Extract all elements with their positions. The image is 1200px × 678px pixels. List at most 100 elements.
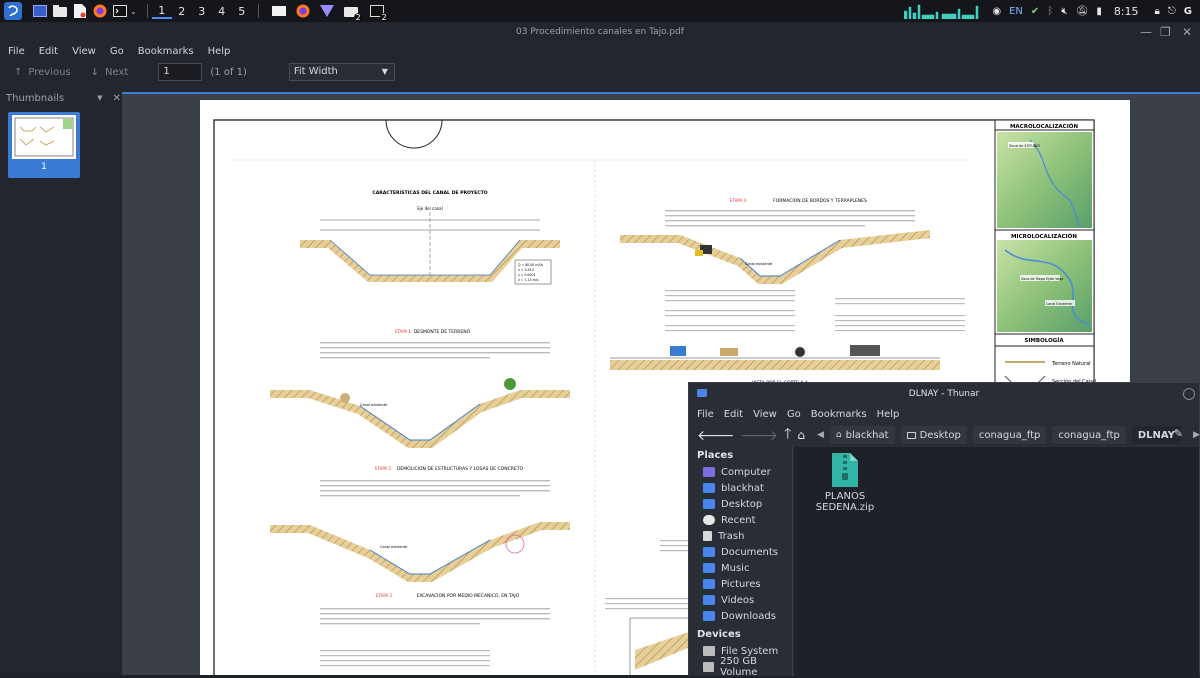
terminal-icon[interactable] — [112, 3, 128, 19]
pdf-menu-bookmarks[interactable]: Bookmarks — [137, 45, 194, 57]
sidebar-item-filesystem[interactable]: File System — [689, 643, 792, 659]
notification-icon[interactable]: ◉ — [992, 5, 1002, 17]
pdf-menu-go[interactable]: Go — [109, 45, 124, 57]
breadcrumb-blackhat[interactable]: ⌂ blackhat — [829, 426, 895, 444]
home-folder-icon — [703, 483, 715, 493]
bluetooth-icon[interactable]: ᛒ — [1047, 5, 1054, 17]
home-crumb-icon: ⌂ — [835, 430, 842, 440]
breadcrumb-scroll-right-icon[interactable]: ▶ — [1192, 430, 1200, 440]
thunar-close-icon[interactable] — [1183, 388, 1195, 400]
pdf-menu-file[interactable]: File — [8, 45, 25, 57]
sidebar-label: Desktop — [721, 498, 763, 510]
pdf-menu-view[interactable]: View — [72, 45, 96, 57]
workspace-5[interactable]: 5 — [238, 4, 246, 18]
thunar-menu-bookmarks[interactable]: Bookmarks — [810, 408, 867, 420]
clock[interactable]: 8:15 — [1113, 4, 1139, 18]
previous-label: Previous — [28, 66, 71, 78]
filesystem-icon — [703, 646, 715, 656]
pdf-close-icon[interactable]: ✕ — [1182, 25, 1193, 39]
workspace-3[interactable]: 3 — [198, 4, 206, 18]
computer-icon — [703, 467, 715, 477]
logout-icon[interactable]: ⎋ — [1167, 5, 1176, 17]
text-editor-icon[interactable] — [72, 3, 88, 19]
file-manager-icon[interactable] — [52, 3, 68, 19]
page-thumbnail[interactable]: 1 — [8, 112, 80, 178]
edit-location-icon[interactable]: ✎ — [1173, 427, 1183, 440]
home-icon[interactable]: ⌂ — [797, 428, 805, 442]
thunar-menu-edit[interactable]: Edit — [723, 408, 744, 420]
canal-label-2: Canal existente — [360, 403, 387, 407]
pdf-menu-edit[interactable]: Edit — [38, 45, 59, 57]
sidebar-item-recent[interactable]: Recent — [689, 512, 792, 528]
forward-arrow-icon[interactable]: 🡒 — [740, 427, 779, 444]
arrow-down-icon: ↓ — [90, 66, 100, 78]
zoom-select[interactable]: Fit Width ▼ — [288, 63, 395, 81]
thunar-menu-help[interactable]: Help — [876, 408, 900, 420]
thunar-menu-file[interactable]: File — [697, 408, 714, 420]
file-name-line-2: SEDENA.zip — [815, 502, 875, 513]
sidebar-item-desktop[interactable]: Desktop — [689, 496, 792, 512]
keyboard-layout-indicator[interactable]: EN — [1009, 5, 1023, 17]
documents-folder-icon — [703, 547, 715, 557]
breadcrumb-scroll-left-icon[interactable]: ◀ — [817, 430, 824, 440]
firefox-icon[interactable] — [92, 3, 108, 19]
window-button-terminal-icon[interactable]: 2 — [369, 3, 389, 22]
volume-muted-icon[interactable]: 🔇︎ — [1061, 5, 1068, 17]
page-number-input[interactable]: 1 — [158, 63, 203, 81]
file-name-line-1: PLANOS — [824, 491, 866, 502]
breadcrumb-conagua-2[interactable]: conagua_ftp — [1052, 426, 1126, 444]
sidebar-item-volume[interactable]: 250 GB Volume — [689, 656, 792, 678]
sidebar-item-music[interactable]: Music — [689, 560, 792, 576]
sidebar-item-downloads[interactable]: Downloads — [689, 608, 792, 624]
network-manager-icon[interactable]: ✔ — [1030, 5, 1040, 17]
param-q: Q = 80.00 m3/s — [518, 263, 544, 267]
param-v: v = 1.14 m/s — [518, 278, 539, 282]
window-button-pdf-icon[interactable] — [271, 3, 287, 19]
google-icon[interactable]: G — [1183, 5, 1192, 17]
previous-button[interactable]: ↑ Previous — [14, 67, 71, 78]
sidebar-label: blackhat — [721, 482, 764, 494]
file-item-zip[interactable]: PLANOS SEDENA.zip — [814, 453, 876, 513]
up-arrow-icon[interactable]: 🡑 — [784, 426, 792, 442]
battery-icon[interactable]: ▮ — [1096, 5, 1102, 17]
sidebar-item-computer[interactable]: Computer — [689, 464, 792, 480]
videos-folder-icon — [703, 595, 715, 605]
thunar-menu-go[interactable]: Go — [786, 408, 801, 420]
thunar-menu-view[interactable]: View — [753, 408, 777, 420]
next-button[interactable]: ↓ Next — [91, 67, 129, 78]
workspace-4[interactable]: 4 — [218, 4, 226, 18]
breadcrumb-conagua-1[interactable]: conagua_ftp — [972, 426, 1047, 444]
pdf-maximize-icon[interactable]: ❐ — [1160, 25, 1171, 39]
sidebar-item-videos[interactable]: Videos — [689, 592, 792, 608]
do-not-disturb-icon[interactable]: 🔕︎ — [1075, 5, 1089, 17]
sidebar-item-documents[interactable]: Documents — [689, 544, 792, 560]
devices-header: Devices — [697, 629, 741, 640]
window-button-vpn-icon[interactable] — [319, 3, 335, 19]
page-thumbnail-label: 1 — [41, 162, 47, 172]
places-header: Places — [697, 450, 734, 461]
lock-icon[interactable]: 🔒︎ — [1154, 5, 1160, 17]
map-label-riego: Zona de Riego Ejido Vega — [1021, 277, 1063, 281]
sidebar-item-pictures[interactable]: Pictures — [689, 576, 792, 592]
sidebar-label: Recent — [721, 514, 756, 526]
thunar-file-view[interactable]: PLANOS SEDENA.zip — [794, 447, 1199, 676]
app-menu-icon[interactable] — [4, 2, 22, 20]
pdf-minimize-icon[interactable]: — — [1140, 25, 1152, 39]
drive-icon — [703, 662, 715, 672]
workspace-2[interactable]: 2 — [178, 4, 186, 18]
terminal-dropdown-chevron-icon[interactable]: ⌄ — [130, 6, 137, 16]
stage-4-label: ETAPA 4 — [730, 198, 747, 203]
sidebar-item-trash[interactable]: Trash — [689, 528, 792, 544]
back-arrow-icon[interactable]: 🡐 — [697, 427, 735, 444]
breadcrumb-dlnay[interactable]: DLNAY — [1131, 426, 1181, 444]
window-button-firefox-icon[interactable] — [295, 3, 311, 19]
sidebar-item-blackhat[interactable]: blackhat — [689, 480, 792, 496]
breadcrumb-desktop[interactable]: Desktop — [900, 426, 967, 444]
pdf-menu-help[interactable]: Help — [207, 45, 231, 57]
window-button-thunar-icon[interactable]: 2 — [343, 3, 363, 22]
taskbar: ⌄ 1 2 3 4 5 2 2 ◉ EN ✔ ᛒ 🔇︎ 🔕︎ ▮ 8:15 🔒︎… — [0, 0, 1200, 22]
workspace-1[interactable]: 1 — [151, 4, 172, 19]
show-desktop-icon[interactable] — [32, 3, 48, 19]
thumbnails-menu-icon[interactable]: ▼ — [97, 94, 103, 102]
thumbnails-close-icon[interactable]: ✕ — [112, 92, 121, 104]
